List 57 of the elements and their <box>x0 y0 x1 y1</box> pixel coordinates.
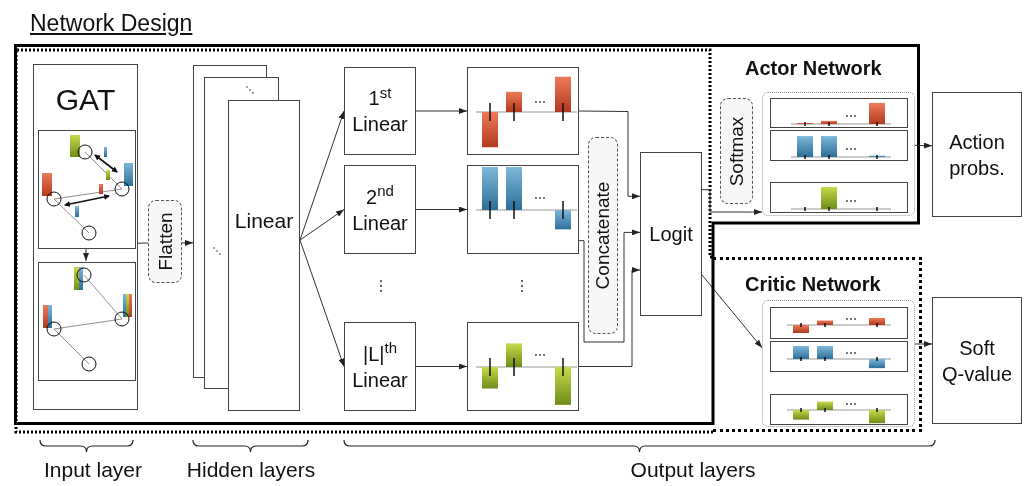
arrow <box>415 108 468 114</box>
node-label: Action probs. <box>948 129 1006 181</box>
diagram-title: Network Design <box>30 9 193 38</box>
stacked-layers <box>193 65 300 411</box>
arrow <box>299 209 345 241</box>
arrow <box>299 110 345 241</box>
bar-chart-panel <box>770 182 908 213</box>
process-box <box>344 322 416 411</box>
layer-label: Input layer <box>43 457 143 483</box>
bar-chart-panel <box>770 341 908 372</box>
arrow <box>578 267 641 367</box>
frame-title: Critic Network <box>745 272 881 297</box>
node-label: Concatenate <box>593 181 613 290</box>
node-label: Softmax <box>727 116 746 186</box>
node-label: GAT <box>54 85 117 115</box>
dashed-operation-box <box>588 137 618 334</box>
arrow <box>299 239 345 367</box>
critic-network-frame <box>713 257 922 432</box>
connector-line <box>137 242 149 244</box>
node-label: Soft Q-value <box>941 335 1013 387</box>
arrow <box>83 247 89 262</box>
bar-chart-panel <box>467 322 579 411</box>
node-label: 2$^{nd}$ Linear <box>351 183 409 236</box>
node-label: 1$^{st}$ Linear <box>351 85 409 137</box>
arrow <box>578 229 641 343</box>
dashed-operation-box <box>720 98 753 204</box>
layer-label: Output layers <box>630 457 756 483</box>
gat-box <box>33 64 138 410</box>
frame-title: Actor Network <box>745 56 882 81</box>
bar-chart-panel <box>770 130 908 161</box>
arrow <box>181 239 194 246</box>
node-label: |L|$^{th}$ Linear <box>351 340 409 393</box>
process-box <box>932 92 1022 217</box>
dashed-operation-box <box>148 200 182 283</box>
node-label: Linear <box>233 208 295 234</box>
bar-chart-panel <box>770 98 908 128</box>
arrow <box>914 142 933 149</box>
chart-group-box <box>762 300 915 427</box>
bar-chart-panel <box>467 165 579 254</box>
arrow <box>415 363 468 370</box>
node-label: Flatten <box>155 212 175 271</box>
process-box <box>932 297 1022 424</box>
bar-chart-panel <box>467 67 579 155</box>
arrow <box>415 206 468 213</box>
bar-chart-panel <box>770 394 908 425</box>
arrow <box>701 274 763 349</box>
graph-panel <box>38 262 136 381</box>
process-box <box>344 165 416 254</box>
process-box <box>344 67 416 155</box>
chart-group-box <box>762 92 915 216</box>
arrow <box>914 341 933 347</box>
process-box <box>640 152 702 316</box>
graph-panel <box>38 130 136 249</box>
arrow <box>578 110 641 200</box>
layer-label: Hidden layers <box>186 457 316 483</box>
bar-chart-panel <box>770 307 908 339</box>
node-label: Logit <box>648 222 694 247</box>
